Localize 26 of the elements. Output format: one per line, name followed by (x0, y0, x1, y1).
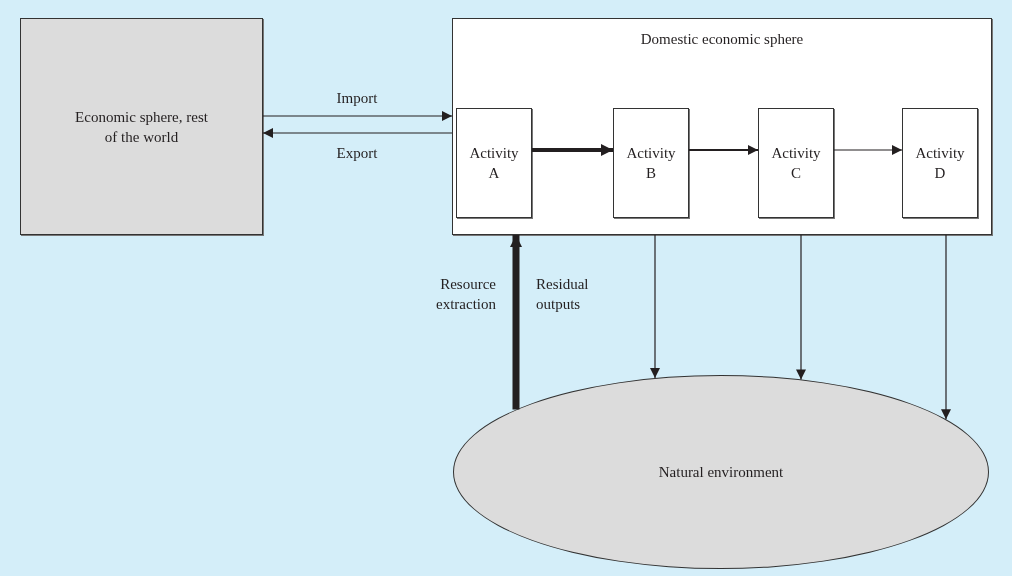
activity-box (902, 108, 978, 218)
node-label: Activity A (468, 143, 520, 183)
node-label: Activity D (914, 143, 966, 183)
arrow (688, 145, 759, 155)
flow-label: Resource extraction (435, 275, 496, 315)
node-label: Activity B (625, 143, 677, 183)
node-label: Natural environment (657, 462, 785, 482)
arrow (833, 145, 903, 155)
domestic-economy-box (452, 18, 992, 235)
arrow (650, 234, 660, 379)
node-label: Economic sphere, rest of the world (74, 107, 209, 147)
node-label: Activity C (770, 143, 822, 183)
arrow (510, 235, 522, 410)
edge-label: Export (335, 144, 379, 163)
economy-box (20, 18, 263, 235)
arrow (532, 144, 613, 156)
flow-label: Residual outputs (536, 275, 590, 315)
box-heading: Domestic economic sphere (639, 30, 805, 49)
arrow (941, 234, 951, 420)
arrow (262, 111, 453, 121)
edge-label: Import (335, 89, 379, 108)
activity-box (758, 108, 834, 218)
activity-box (613, 108, 689, 218)
arrow (262, 128, 453, 138)
arrow (796, 234, 806, 381)
activity-box (456, 108, 532, 218)
